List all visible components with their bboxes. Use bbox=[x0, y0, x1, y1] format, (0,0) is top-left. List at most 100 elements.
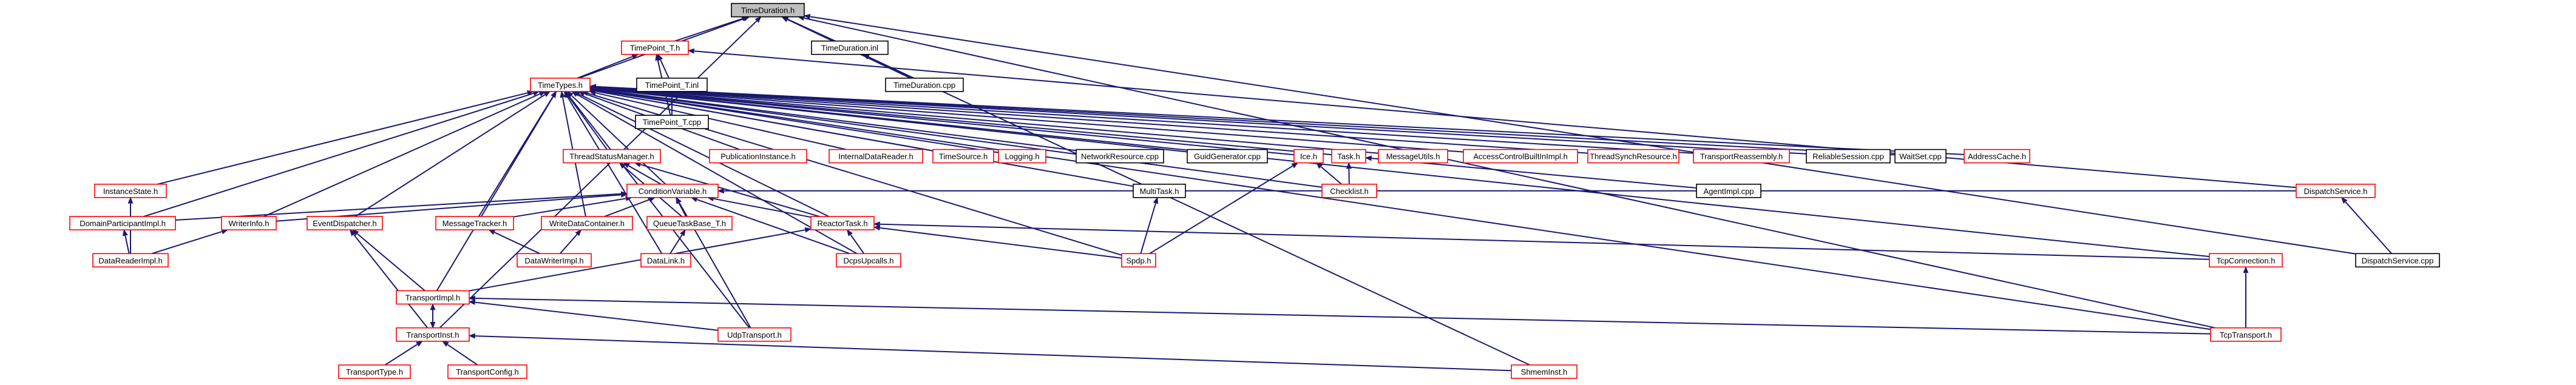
edge-domainparticipantimpl-h-to-conditionvariable-h bbox=[175, 191, 628, 221]
edge-arrowhead bbox=[676, 196, 682, 204]
edge-line bbox=[353, 234, 429, 329]
node-tcptransport-h[interactable]: TcpTransport.h bbox=[2210, 327, 2282, 342]
edge-line bbox=[880, 223, 2210, 260]
node-instancestate-h[interactable]: InstanceState.h bbox=[94, 183, 167, 198]
node-box bbox=[932, 149, 994, 164]
node-conditionvariable-h[interactable]: ConditionVariable.h bbox=[626, 183, 719, 198]
node-box bbox=[646, 216, 733, 230]
edge-arrowhead bbox=[543, 91, 551, 97]
node-agentimpl-cpp[interactable]: AgentImpl.cpp bbox=[1696, 183, 1761, 198]
edge-layer bbox=[122, 14, 2392, 372]
node-dispatchservice-cpp[interactable]: DispatchService.cpp bbox=[2355, 253, 2440, 268]
node-messageutils-h[interactable]: MessageUtils.h bbox=[1378, 149, 1448, 164]
edge-line bbox=[263, 93, 540, 218]
node-label: TimeDuration.cpp bbox=[893, 81, 955, 90]
node-label: QueueTaskBase_T.h bbox=[653, 219, 726, 228]
node-guidgenerator-cpp[interactable]: GuidGenerator.cpp bbox=[1187, 149, 1268, 164]
edge-line bbox=[660, 59, 669, 79]
edge-line bbox=[804, 17, 2216, 329]
edge-datawriterimpl-h-to-writedatacontainer-h bbox=[559, 229, 582, 254]
node-timeduration-cpp[interactable]: TimeDuration.cpp bbox=[885, 78, 964, 92]
node-timepoint-t-cpp[interactable]: TimePoint_T.cpp bbox=[635, 115, 709, 129]
edge-arrowhead bbox=[416, 341, 423, 347]
edge-line bbox=[628, 165, 662, 185]
node-threadstatusmanager-h[interactable]: ThreadStatusManager.h bbox=[563, 149, 661, 164]
node-transportreassembly-h[interactable]: TransportReassembly.h bbox=[1693, 149, 1790, 164]
node-domainparticipantimpl-h[interactable]: DomainParticipantImpl.h bbox=[69, 216, 176, 230]
node-multitask-h[interactable]: MultiTask.h bbox=[1133, 183, 1186, 198]
node-box bbox=[1693, 149, 1790, 164]
node-networkresource-cpp[interactable]: NetworkResource.cpp bbox=[1076, 149, 1164, 164]
node-timeduration-inl[interactable]: TimeDuration.inl bbox=[811, 40, 889, 55]
edge-line bbox=[595, 85, 1965, 155]
node-publicationinstance-h[interactable]: PublicationInstance.h bbox=[709, 149, 807, 164]
edge-arrowhead bbox=[804, 227, 812, 233]
node-ice-h[interactable]: Ice.h bbox=[1293, 149, 1324, 164]
node-timeduration-h: TimeDuration.h bbox=[731, 2, 805, 18]
node-box bbox=[1964, 149, 2030, 164]
node-internaldatareader-h[interactable]: InternalDataReader.h bbox=[829, 149, 923, 164]
node-label: ConditionVariable.h bbox=[639, 187, 707, 196]
node-timepoint-t-inl[interactable]: TimePoint_T.inl bbox=[636, 78, 708, 92]
node-box bbox=[563, 149, 661, 164]
node-timetypes-h[interactable]: TimeTypes.h bbox=[530, 78, 591, 92]
node-box bbox=[94, 183, 167, 198]
edge-line bbox=[595, 89, 1077, 152]
edge-transportinst-h-to-timeduration-h bbox=[439, 16, 762, 329]
edge-line bbox=[880, 227, 1122, 259]
node-transportconfig-h[interactable]: TransportConfig.h bbox=[447, 364, 527, 379]
node-shmeminst-h[interactable]: ShmemInst.h bbox=[1511, 364, 1578, 379]
node-timesource-h[interactable]: TimeSource.h bbox=[932, 149, 994, 164]
node-transporttype-h[interactable]: TransportType.h bbox=[338, 364, 411, 379]
edge-arrowhead bbox=[717, 188, 724, 194]
node-label: ReactorTask.h bbox=[817, 219, 867, 228]
edge-line bbox=[697, 199, 850, 255]
node-dispatchservice-h[interactable]: DispatchService.h bbox=[2296, 183, 2376, 198]
edge-timepoint-t-h-to-timeduration-h bbox=[674, 16, 749, 42]
node-timepoint-t-h[interactable]: TimePoint_T.h bbox=[621, 40, 689, 55]
node-label: TransportImpl.h bbox=[405, 293, 461, 303]
node-box bbox=[338, 364, 411, 379]
node-label: DataLink.h bbox=[647, 256, 685, 265]
node-queuetaskbase-t-h[interactable]: QueueTaskBase_T.h bbox=[646, 216, 733, 230]
edge-line bbox=[595, 86, 1807, 155]
edge-line bbox=[568, 96, 750, 329]
edge-line bbox=[566, 96, 663, 254]
node-checklist-h[interactable]: Checklist.h bbox=[1321, 183, 1377, 198]
node-udptransport-h[interactable]: UdpTransport.h bbox=[717, 327, 791, 342]
node-dcpsupcalls-h[interactable]: DcpsUpcalls.h bbox=[836, 253, 901, 268]
node-task-h[interactable]: Task.h bbox=[1331, 149, 1366, 164]
node-transportimpl-h[interactable]: TransportImpl.h bbox=[396, 290, 470, 305]
node-accesscontrolbuiltinimpl-h[interactable]: AccessControlBuiltInImpl.h bbox=[1463, 149, 1578, 164]
node-label: TransportConfig.h bbox=[456, 367, 519, 377]
node-writerinfo-h[interactable]: WriterInfo.h bbox=[221, 216, 277, 230]
node-datawriterimpl-h[interactable]: DataWriterImpl.h bbox=[517, 253, 592, 268]
node-messagetracker-h[interactable]: MessageTracker.h bbox=[435, 216, 514, 230]
edge-line bbox=[669, 234, 683, 254]
node-label: NetworkResource.cpp bbox=[1081, 152, 1159, 161]
node-writedatacontainer-h[interactable]: WriteDataContainer.h bbox=[541, 216, 633, 230]
edge-arrowhead bbox=[468, 295, 475, 301]
node-waitset-cpp[interactable]: WaitSet.cpp bbox=[1894, 149, 1947, 164]
node-datalink-h[interactable]: DataLink.h bbox=[640, 253, 691, 268]
node-label: TimeDuration.inl bbox=[821, 44, 878, 53]
node-tcpconnection-h[interactable]: TcpConnection.h bbox=[2209, 253, 2283, 268]
node-box bbox=[621, 40, 689, 55]
node-eventdispatcher-h[interactable]: EventDispatcher.h bbox=[307, 216, 383, 230]
edge-transportimpl-h-to-transportinst-h bbox=[430, 304, 436, 329]
edge-line bbox=[595, 88, 2210, 258]
edge-line bbox=[578, 93, 830, 217]
edge-line bbox=[1149, 165, 1293, 255]
edge-line bbox=[595, 87, 1464, 153]
node-box bbox=[1587, 149, 1679, 164]
node-spdp-h[interactable]: Spdp.h bbox=[1121, 253, 1156, 268]
node-transportinst-h[interactable]: TransportInst.h bbox=[396, 327, 470, 342]
node-datareaderimpl-h[interactable]: DataReaderImpl.h bbox=[92, 253, 169, 268]
node-box bbox=[92, 253, 169, 268]
node-threadsynchresource-h[interactable]: ThreadSynchResource.h bbox=[1587, 149, 1679, 164]
node-reliablesession-cpp[interactable]: ReliableSession.cpp bbox=[1806, 149, 1891, 164]
node-addresscache-h[interactable]: AddressCache.h bbox=[1964, 149, 2030, 164]
node-reactortask-h[interactable]: ReactorTask.h bbox=[810, 216, 875, 230]
edge-datareaderimpl-h-to-writerinfo-h bbox=[151, 229, 229, 255]
node-logging-h[interactable]: Logging.h bbox=[998, 149, 1046, 164]
